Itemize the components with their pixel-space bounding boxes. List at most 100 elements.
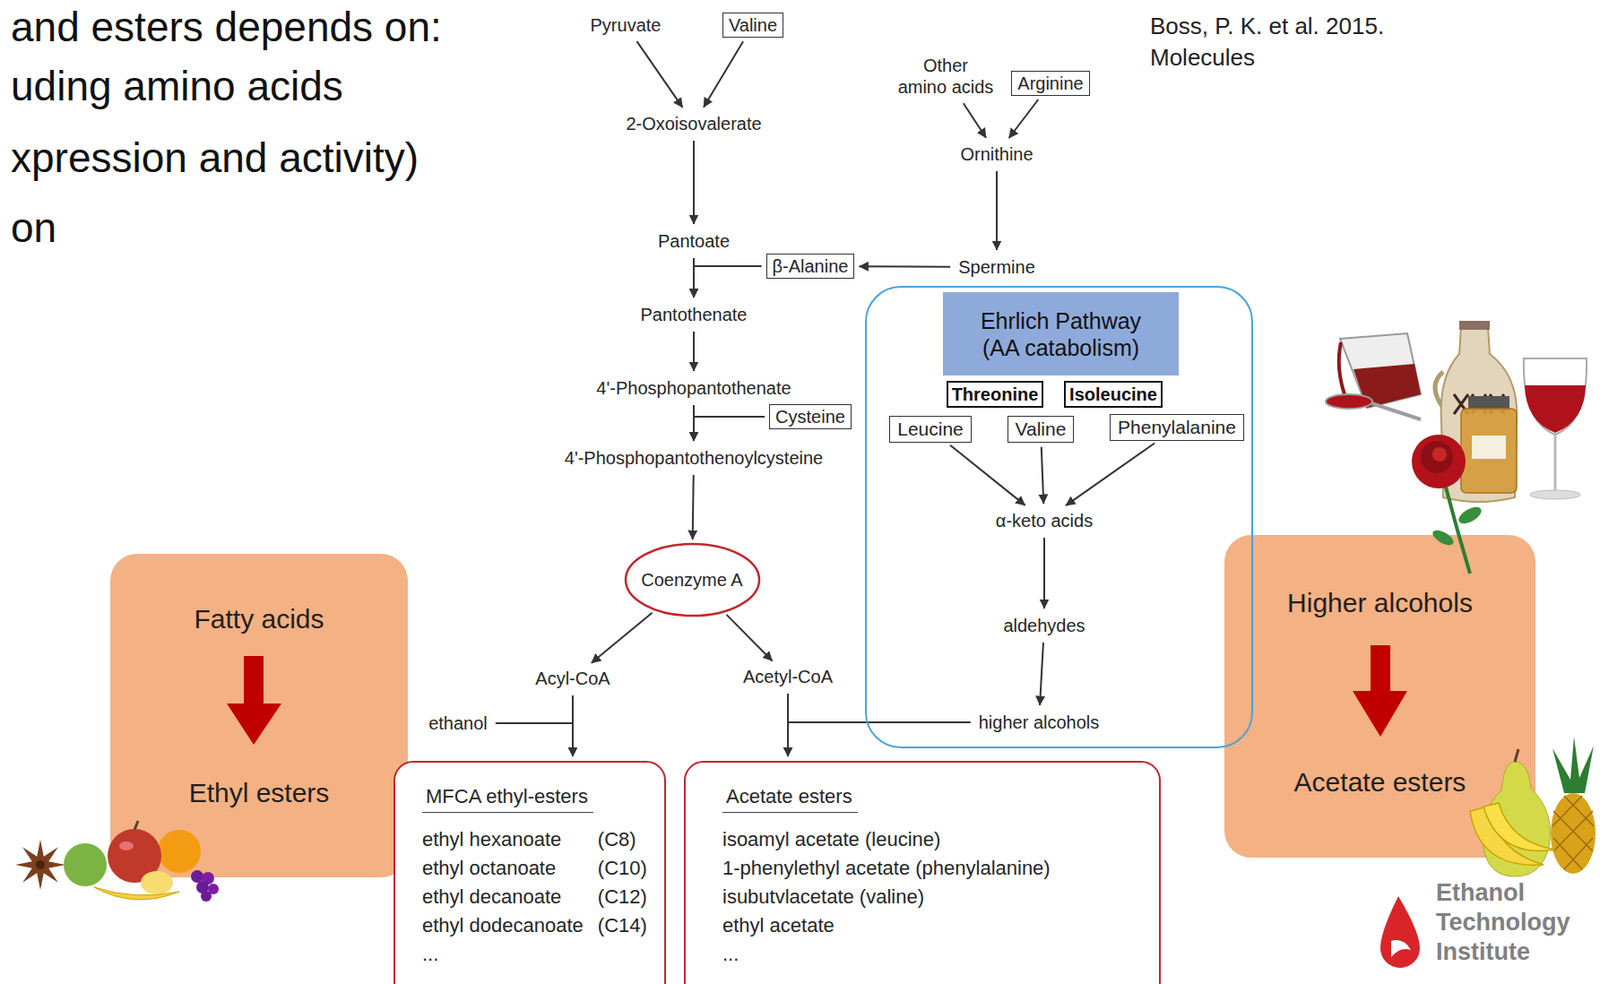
pathway-arrow bbox=[787, 722, 971, 757]
metabolite-box: Isoleucine bbox=[1063, 380, 1163, 408]
pathway-arrow bbox=[703, 41, 744, 107]
node-text: ... bbox=[422, 940, 584, 969]
metabolite-box: Cysteine bbox=[769, 404, 852, 430]
node-text: Acetate esters bbox=[1224, 766, 1536, 799]
metabolite-label: higher alcohols bbox=[975, 709, 1104, 736]
metabolite-box: Valine bbox=[1007, 415, 1075, 442]
rose-leaf bbox=[1430, 527, 1457, 548]
node-text: Ehrlich Pathway (AA catabolism) bbox=[942, 292, 1179, 376]
summary-box: Higher alcoholsAcetate esters bbox=[1224, 535, 1536, 858]
pathway-arrow bbox=[495, 723, 573, 757]
spoon-bowl bbox=[1325, 394, 1373, 409]
annotation-text: xpression and activity) bbox=[3, 132, 426, 183]
node-text: ... bbox=[722, 940, 1159, 969]
summary-box: Fatty acidsEthyl esters bbox=[110, 553, 408, 878]
metabolite-label: Pantoate bbox=[654, 228, 734, 254]
annotation-text: uding amino acids bbox=[3, 60, 351, 112]
pathway-arrow bbox=[1043, 537, 1046, 609]
logo-drop bbox=[1380, 896, 1420, 969]
pathway-arrow bbox=[692, 140, 695, 225]
rose-petal bbox=[1420, 441, 1453, 474]
node-text: ethyl acetate bbox=[722, 911, 1159, 941]
entry-list: ethyl hexanoate(C8)ethyl octanoate(C10)e… bbox=[422, 825, 665, 969]
pathway-arrow bbox=[591, 613, 653, 664]
metabolite-box: Arginine bbox=[1011, 70, 1090, 96]
node-text: Leucine bbox=[897, 417, 964, 441]
metabolite-label: Pyruvate bbox=[587, 12, 666, 38]
grape bbox=[190, 870, 204, 883]
metabolite-label: ethanol bbox=[424, 710, 492, 736]
product-box: MFCA ethyl-esters ethyl hexanoate(C8)ethy… bbox=[393, 761, 666, 984]
pathway-region: Ehrlich Pathway (AA catabolism)Threonine… bbox=[864, 285, 1254, 749]
node-text: Pyruvate bbox=[590, 14, 662, 36]
pathway-arrow bbox=[858, 265, 951, 268]
pathway-arrow bbox=[693, 416, 765, 442]
pineapple-pattern bbox=[1552, 795, 1594, 870]
node-text: (C8) bbox=[597, 825, 648, 855]
node-text: Higher alcohols bbox=[1224, 587, 1536, 620]
node-text: Phenylalanine bbox=[1117, 415, 1237, 439]
rose-flower bbox=[1411, 434, 1466, 489]
grape bbox=[200, 890, 212, 902]
fruit-illustration bbox=[15, 821, 219, 902]
banana bbox=[94, 887, 180, 900]
pathway-arrow bbox=[963, 103, 986, 139]
pathway-arrow bbox=[693, 266, 762, 298]
metabolite-label: aldehydes bbox=[999, 613, 1089, 639]
metabolite-label: 2-Oxoisovalerate bbox=[622, 111, 765, 137]
annotation-text: and esters depends on: bbox=[3, 1, 450, 52]
node-text: β-Alanine bbox=[772, 255, 849, 277]
node-text: Acyl-CoA bbox=[535, 667, 610, 690]
metabolite-box: Phenylalanine bbox=[1109, 414, 1245, 441]
oil-jar bbox=[1461, 408, 1517, 493]
node-text: aldehydes bbox=[1003, 614, 1085, 637]
lemon bbox=[140, 871, 173, 895]
pineapple bbox=[1550, 793, 1596, 874]
node-text: Other amino acids bbox=[897, 54, 995, 98]
glass-wine bbox=[1524, 385, 1586, 433]
metabolite-box: Leucine bbox=[889, 415, 972, 442]
node-text: Coenzyme A bbox=[640, 570, 743, 591]
pathway-arrow bbox=[1009, 99, 1039, 139]
node-text: Pantothenate bbox=[640, 303, 748, 326]
wine-glass bbox=[1523, 358, 1587, 435]
rose-center bbox=[1432, 447, 1447, 462]
node-text: isoamyl acetate (leucine) bbox=[722, 825, 1159, 855]
node-text: (C12) bbox=[597, 882, 648, 912]
node-text: Pantoate bbox=[657, 230, 730, 252]
block-arrow bbox=[1352, 645, 1408, 737]
apple-highlight bbox=[119, 841, 134, 851]
banana bbox=[1483, 803, 1556, 851]
node-text: Arginine bbox=[1017, 72, 1083, 95]
block-arrow bbox=[226, 656, 282, 745]
node-text: ethyl dodecanoate bbox=[422, 911, 584, 941]
annotation-text: Boss, P. K. et al. 2015. Molecules bbox=[1150, 10, 1460, 74]
node-text: MFCA ethyl-esters bbox=[422, 785, 594, 813]
metabolite-label: Ornithine bbox=[956, 141, 1037, 167]
summary-box-fill bbox=[110, 553, 408, 878]
node-text: (C14) bbox=[597, 911, 648, 941]
metabolite-label: Spermine bbox=[954, 254, 1039, 280]
drinks-illustration bbox=[1325, 320, 1587, 574]
metabolite-label: Acyl-CoA bbox=[531, 665, 614, 692]
pathway-arrow bbox=[950, 445, 1026, 506]
node-text: α-keto acids bbox=[995, 510, 1093, 532]
metabolite-box: β-Alanine bbox=[766, 253, 856, 279]
pathway-arrow bbox=[1065, 442, 1155, 506]
node-text: Cysteine bbox=[775, 406, 846, 428]
node-text: Ethyl esters bbox=[110, 777, 408, 810]
metabolite-box: Valine bbox=[722, 12, 784, 38]
pear-stem bbox=[1514, 749, 1519, 762]
node-text: Valine bbox=[1015, 417, 1067, 441]
node-text: 2-Oxoisovalerate bbox=[625, 112, 762, 135]
node-text: 4'-Phosphopantothenate bbox=[596, 377, 791, 399]
glass-base bbox=[1530, 490, 1581, 500]
green-apple bbox=[63, 843, 107, 887]
node-text: Acetyl-CoA bbox=[743, 665, 833, 688]
pathway-arrow bbox=[995, 171, 998, 251]
metabolite-label: α-keto acids bbox=[992, 508, 1097, 534]
pathway-arrow bbox=[726, 614, 773, 662]
star-anise bbox=[15, 839, 66, 891]
